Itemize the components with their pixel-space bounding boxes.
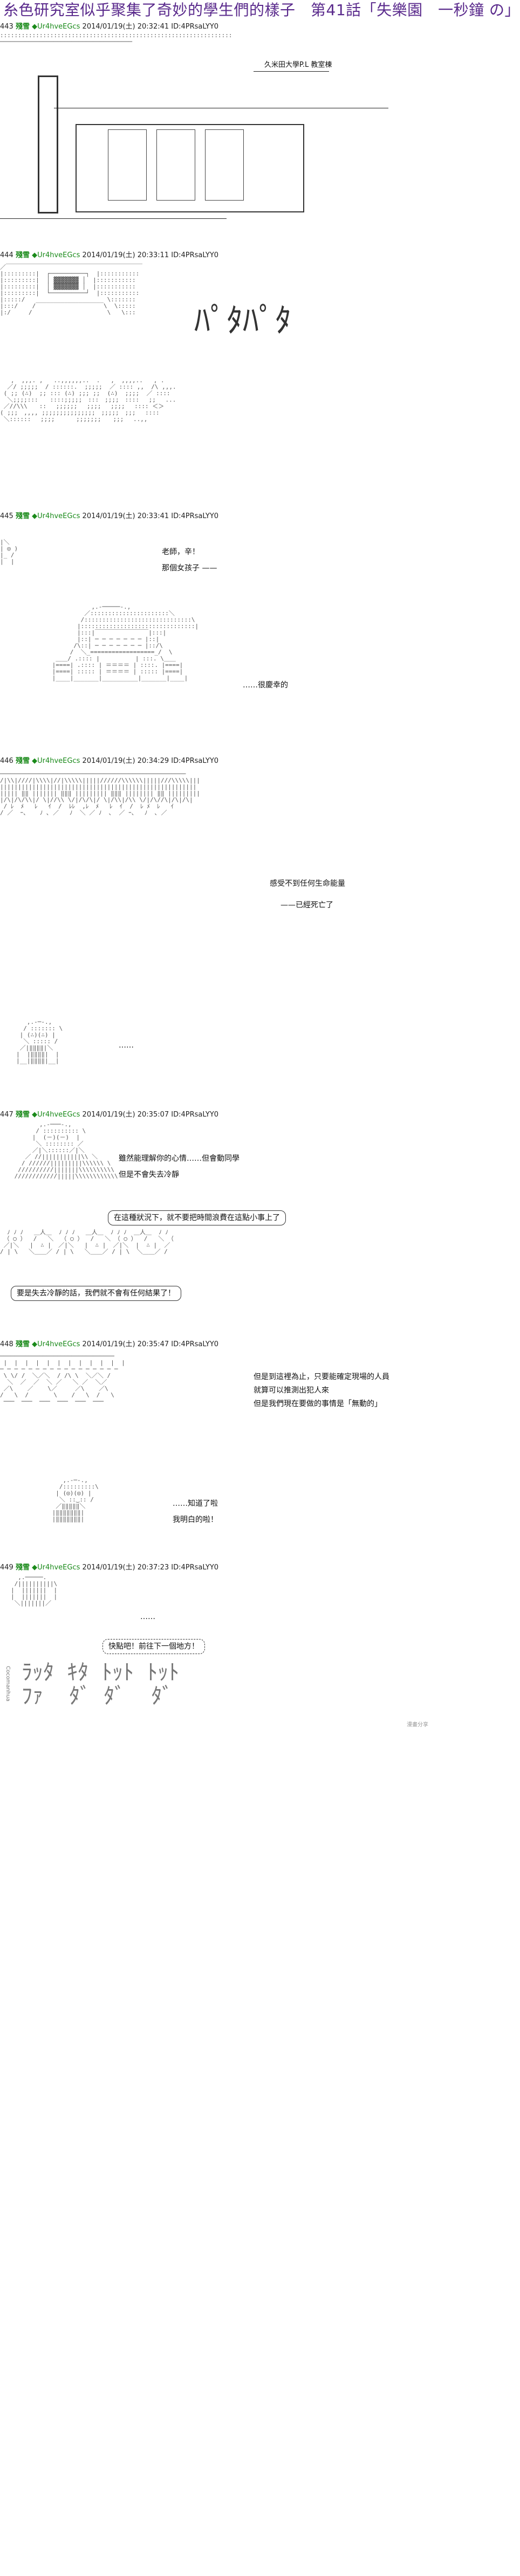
post-number: 444 bbox=[0, 251, 13, 259]
post-id[interactable]: ID:4PRsaLYY0 bbox=[171, 1111, 219, 1119]
page-title: 糸色研究室似乎聚集了奇妙的學生們的樣子 第41話「失樂園 一秒鐘 の」 bbox=[3, 1, 520, 19]
post-date: 2014/01/19(土) 20:33:11 bbox=[82, 251, 169, 259]
speech-box: 要是失去冷靜的話，我們就不會有任何結果了！ bbox=[11, 1286, 181, 1301]
ascii-art-row-447: ﾉ ﾉ ﾉ ＿人＿ ﾉ ﾉ ﾉ ＿人＿ ﾉ ﾉ ﾉ ＿人＿ ﾉ ﾉ （ ○ ） … bbox=[0, 1229, 174, 1255]
poster-trip: ◆Ur4hveEGcs bbox=[32, 1563, 80, 1572]
poster-name[interactable]: 殘雪 bbox=[15, 23, 30, 31]
post-number: 445 bbox=[0, 512, 13, 520]
poster-trip: ◆Ur4hveEGcs bbox=[32, 1111, 80, 1119]
ascii-art-corridor: ／￣￣￣￣￣￣￣￣￣￣￣￣￣￣￣￣￣￣￣￣￣￣￣ |:::::::::| ┌──… bbox=[0, 264, 142, 316]
post-id[interactable]: ID:4PRsaLYY0 bbox=[171, 512, 219, 520]
poster-trip: ◆Ur4hveEGcs bbox=[32, 757, 80, 765]
post-date: 2014/01/19(土) 20:37:23 bbox=[82, 1563, 169, 1572]
speech-box: 快點吧！前往下一個地方！ bbox=[102, 1639, 205, 1654]
post-id[interactable]: ID:4PRsaLYY0 bbox=[171, 251, 219, 259]
post-date: 2014/01/19(土) 20:33:41 bbox=[82, 512, 169, 520]
ascii-art-figure-449: ,.─────. /||||||||||\ | ||||||| | | ||||… bbox=[11, 1574, 58, 1607]
side-watermark: Cocomanhua bbox=[5, 1666, 11, 1702]
door-3 bbox=[205, 129, 244, 201]
poster-name[interactable]: 殘雪 bbox=[15, 1111, 30, 1119]
sound-effect: ﾊﾟﾀﾊﾟﾀ bbox=[194, 302, 291, 340]
dialogue-line: 老師，辛！ bbox=[162, 548, 200, 556]
building-pillar bbox=[38, 75, 58, 213]
dialogue-line: 我明白的啦！ bbox=[173, 1516, 218, 1524]
post-date: 2014/01/19(土) 20:35:47 bbox=[82, 1340, 169, 1348]
poster-name[interactable]: 殘雪 bbox=[15, 512, 30, 520]
ascii-art-figure-446: ,.-─-., / ::::::: \ | (∴)(∴) | ＼ ::::: /… bbox=[16, 1018, 63, 1064]
dialogue-line: ……很慶幸的 bbox=[243, 681, 288, 690]
post-id[interactable]: ID:4PRsaLYY0 bbox=[171, 1563, 219, 1572]
post-number: 448 bbox=[0, 1340, 13, 1348]
ascii-art-body-448: ──────────────────────────────── | | | |… bbox=[0, 1353, 125, 1405]
door-1 bbox=[108, 129, 147, 201]
dialogue-line: 感受不到任何生命能量 bbox=[270, 879, 345, 888]
dialogue-line: ——已經死亡了 bbox=[280, 901, 333, 910]
dialogue-line: …… bbox=[140, 1613, 155, 1621]
post-date: 2014/01/19(土) 20:35:07 bbox=[82, 1111, 169, 1119]
poster-trip: ◆Ur4hveEGcs bbox=[32, 512, 80, 520]
poster-name[interactable]: 殘雪 bbox=[15, 1563, 30, 1572]
page-watermark: 漫畫分享 bbox=[407, 1722, 428, 1728]
speech-box: 在這種狀況下，就不要把時間浪費在這點小事上了 bbox=[108, 1210, 286, 1225]
building-entrance bbox=[76, 124, 304, 212]
dialogue-line: 雖然能理解你的心情……但會動同學 bbox=[119, 1154, 240, 1163]
post-date: 2014/01/19(土) 20:32:41 bbox=[82, 23, 169, 31]
dialogue-line: …… bbox=[119, 1041, 134, 1050]
ascii-art-figure-447: ,.-───-., / :::::::::: \ | (－)(－) | ＼ ::… bbox=[14, 1121, 118, 1180]
poster-name[interactable]: 殘雪 bbox=[15, 757, 30, 765]
poster-name[interactable]: 殘雪 bbox=[15, 1340, 30, 1348]
door-2 bbox=[156, 129, 195, 201]
ascii-art-figure-448: ,.-─-., /:::::::::\ | (◎)(◎) | ＼ ::‿:: /… bbox=[52, 1477, 99, 1523]
poster-trip: ◆Ur4hveEGcs bbox=[32, 23, 80, 31]
post-header-448: 448 殘雪 ◆Ur4hveEGcs 2014/01/19(土) 20:35:4… bbox=[0, 1340, 218, 1349]
ascii-art-bottom: ﾗｯﾀ ｷﾀ ﾄｯﾄ ﾄｯﾄ ﾌｧ ﾀﾞ ﾀﾞ ﾀﾞ bbox=[22, 1660, 180, 1709]
poster-trip: ◆Ur4hveEGcs bbox=[32, 1340, 80, 1348]
caption-underline bbox=[254, 71, 329, 72]
ascii-art-top-lines: ::::::::::::::::::::::::::::::::::::::::… bbox=[0, 32, 232, 45]
ascii-art-body-446: ────────────────────────────────────────… bbox=[0, 770, 200, 816]
post-header-443: 443 殘雪 ◆Ur4hveEGcs 2014/01/19(土) 20:32:4… bbox=[0, 23, 218, 31]
poster-trip: ◆Ur4hveEGcs bbox=[32, 251, 80, 259]
ascii-art-figure-445: ,.-─────-., ／::::::::::::::::::::::＼ /::… bbox=[52, 603, 199, 681]
post-number: 446 bbox=[0, 757, 13, 765]
post-number: 447 bbox=[0, 1111, 13, 1119]
post-header-446: 446 殘雪 ◆Ur4hveEGcs 2014/01/19(土) 20:34:2… bbox=[0, 757, 218, 766]
ground-line bbox=[0, 218, 227, 219]
dialogue-line: 那個女孩子 —— bbox=[162, 564, 217, 573]
post-number: 443 bbox=[0, 23, 13, 31]
post-id[interactable]: ID:4PRsaLYY0 bbox=[171, 23, 219, 31]
place-caption: 久米田大學P.L 教室棟 bbox=[264, 61, 332, 69]
post-header-449: 449 殘雪 ◆Ur4hveEGcs 2014/01/19(土) 20:37:2… bbox=[0, 1563, 218, 1572]
dialogue-line: 但是我們現在要做的事情是「無動的」 bbox=[254, 1400, 382, 1408]
post-header-445: 445 殘雪 ◆Ur4hveEGcs 2014/01/19(土) 20:33:4… bbox=[0, 512, 218, 521]
dialogue-line: 但是到這裡為止，只要能確定現場的人員 bbox=[254, 1373, 389, 1381]
dialogue-line: 但是不會失去冷靜 bbox=[119, 1170, 179, 1179]
post-id[interactable]: ID:4PRsaLYY0 bbox=[171, 1340, 219, 1348]
post-header-447: 447 殘雪 ◆Ur4hveEGcs 2014/01/19(土) 20:35:0… bbox=[0, 1111, 218, 1119]
post-number: 449 bbox=[0, 1563, 13, 1572]
post-header-444: 444 殘雪 ◆Ur4hveEGcs 2014/01/19(土) 20:33:1… bbox=[0, 251, 218, 260]
ascii-art-side-head: |＼ | ◎ ) |_ / | | bbox=[0, 539, 18, 565]
ascii-art-crowd: , ,,,. , ..,,,,,,.. . , ,,,,.. , . ／/ ;;… bbox=[0, 377, 176, 423]
dialogue-line: ……知道了啦 bbox=[173, 1499, 218, 1508]
post-date: 2014/01/19(土) 20:34:29 bbox=[82, 757, 169, 765]
dialogue-line: 就算可以推測出犯人來 bbox=[254, 1386, 329, 1395]
poster-name[interactable]: 殘雪 bbox=[15, 251, 30, 259]
post-id[interactable]: ID:4PRsaLYY0 bbox=[171, 757, 219, 765]
